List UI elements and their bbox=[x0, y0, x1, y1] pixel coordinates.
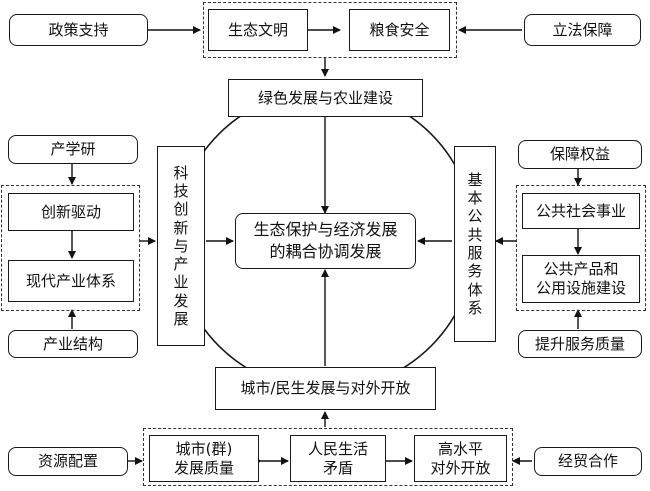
food-security-label: 粮食安全 bbox=[369, 20, 430, 39]
green-development-box: 绿色发展与农业建设 bbox=[228, 79, 423, 117]
center-line-1: 生态保护与经济发展 bbox=[253, 220, 398, 240]
public-facilities-box: 公共产品和 公用设施建设 bbox=[522, 255, 640, 303]
tech-innovation-char: 科 bbox=[173, 163, 189, 182]
tech-innovation-char: 技 bbox=[173, 181, 189, 200]
city-quality-line-2: 发展质量 bbox=[173, 458, 234, 477]
right-dashed-group bbox=[516, 185, 646, 311]
policy-support-box: 政策支持 bbox=[9, 14, 148, 46]
tech-innovation-box: 科 技 创 新 与 产 业 发 展 bbox=[157, 146, 205, 346]
innovation-drive-label: 创新驱动 bbox=[40, 202, 101, 221]
tech-innovation-char: 产 bbox=[173, 255, 189, 274]
public-service-char: 系 bbox=[467, 298, 483, 317]
urban-livelihood-label: 城市/民生发展与对外开放 bbox=[240, 379, 411, 398]
protect-rights-box: 保障权益 bbox=[518, 140, 642, 169]
tech-innovation-char: 与 bbox=[173, 236, 189, 255]
resource-allocation-box: 资源配置 bbox=[8, 447, 128, 476]
tech-innovation-char: 创 bbox=[173, 200, 189, 219]
people-life-box: 人民生活 矛盾 bbox=[290, 435, 386, 482]
legislation-label: 立法保障 bbox=[552, 20, 613, 39]
public-service-box: 基 本 公 共 服 务 体 系 bbox=[454, 146, 496, 342]
protect-rights-label: 保障权益 bbox=[549, 145, 610, 164]
industry-structure-box: 产业结构 bbox=[8, 330, 138, 358]
ecological-civilization-label: 生态文明 bbox=[227, 20, 288, 39]
research-box: 产学研 bbox=[8, 135, 138, 164]
tech-innovation-char: 业 bbox=[173, 273, 189, 292]
center-line-2: 的耦合协调发展 bbox=[269, 242, 382, 261]
research-label: 产学研 bbox=[50, 140, 96, 159]
city-quality-line-1: 城市(群) bbox=[175, 439, 233, 458]
trade-cooperation-box: 经贸合作 bbox=[534, 447, 642, 476]
public-facilities-line-2: 公用设施建设 bbox=[535, 279, 626, 297]
public-service-char: 务 bbox=[467, 262, 483, 281]
public-service-char: 体 bbox=[467, 280, 483, 299]
top-dashed-group bbox=[203, 2, 457, 58]
modern-industry-box: 现代产业体系 bbox=[8, 260, 134, 302]
resource-allocation-label: 资源配置 bbox=[37, 452, 98, 471]
public-social-label: 公共社会事业 bbox=[535, 201, 626, 220]
modern-industry-label: 现代产业体系 bbox=[25, 271, 116, 290]
high-opening-box: 高水平 对外开放 bbox=[414, 435, 507, 482]
tech-innovation-char: 发 bbox=[173, 291, 189, 310]
urban-livelihood-box: 城市/民生发展与对外开放 bbox=[215, 367, 436, 410]
legislation-box: 立法保障 bbox=[524, 14, 641, 46]
high-opening-line-2: 对外开放 bbox=[430, 458, 491, 477]
green-development-label: 绿色发展与农业建设 bbox=[257, 88, 393, 107]
tech-innovation-char: 新 bbox=[173, 218, 189, 237]
food-security-box: 粮食安全 bbox=[349, 9, 450, 51]
industry-structure-label: 产业结构 bbox=[42, 334, 103, 353]
bottom-dashed-group bbox=[143, 428, 513, 486]
trade-cooperation-label: 经贸合作 bbox=[557, 452, 618, 471]
ecological-civilization-box: 生态文明 bbox=[208, 9, 308, 51]
left-dashed-group bbox=[1, 185, 140, 311]
public-social-box: 公共社会事业 bbox=[522, 193, 640, 229]
tech-innovation-char: 展 bbox=[173, 310, 189, 329]
high-opening-line-1: 高水平 bbox=[437, 439, 483, 458]
people-life-line-1: 人民生活 bbox=[307, 439, 368, 458]
city-quality-box: 城市(群) 发展质量 bbox=[149, 435, 259, 482]
public-service-char: 服 bbox=[467, 244, 483, 262]
public-facilities-line-1: 公共产品和 bbox=[543, 260, 619, 279]
public-service-char: 本 bbox=[467, 189, 483, 208]
coupling-coordination-box: 生态保护与经济发展 的耦合协调发展 bbox=[235, 213, 416, 269]
public-service-char: 共 bbox=[467, 225, 483, 244]
service-quality-box: 提升服务质量 bbox=[518, 330, 642, 358]
service-quality-label: 提升服务质量 bbox=[534, 334, 625, 353]
people-life-line-2: 矛盾 bbox=[322, 458, 353, 477]
public-service-char: 公 bbox=[467, 207, 483, 226]
public-service-char: 基 bbox=[467, 170, 483, 189]
policy-support-label: 政策支持 bbox=[48, 20, 109, 39]
innovation-drive-box: 创新驱动 bbox=[8, 193, 134, 231]
